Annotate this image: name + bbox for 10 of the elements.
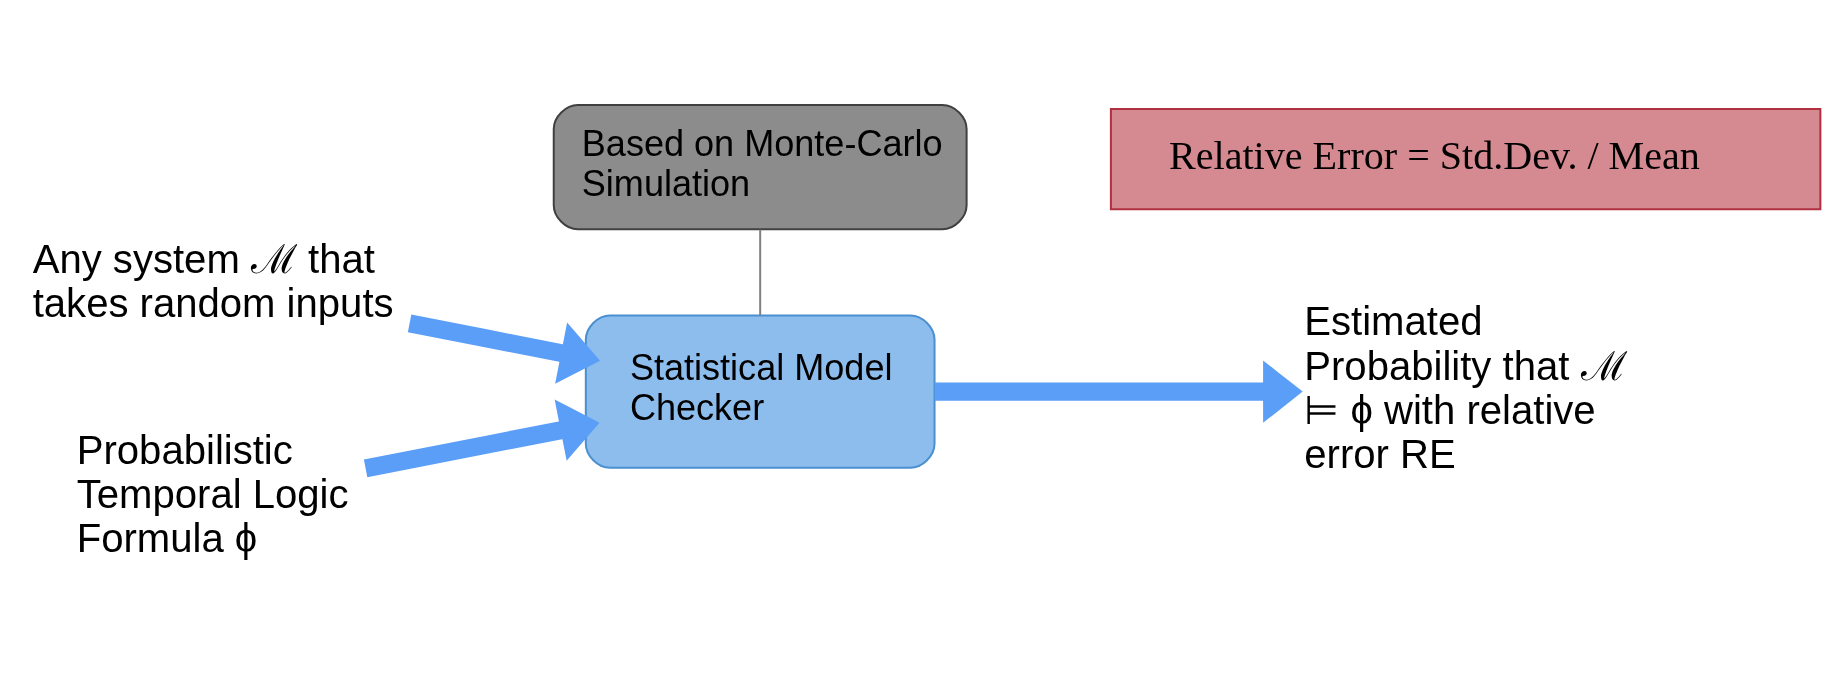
node-text: Probabilistic Temporal Logic Formula ϕ [76,427,349,560]
arrow [407,314,600,384]
arrow [934,360,1303,423]
connector [759,228,762,317]
node-text: Any system ℳ that takes random inputs [32,237,394,326]
node-text: Estimated Probability that ℳ ⊨ ϕ with relative error RE [1304,299,1627,476]
node-box: Statistical Model Checker [584,314,936,469]
node-box: Based on Monte-Carlo Simulation [552,104,968,231]
arrow [363,399,600,478]
node-box: Relative Error = Std.Dev. / Mean [1109,108,1822,211]
